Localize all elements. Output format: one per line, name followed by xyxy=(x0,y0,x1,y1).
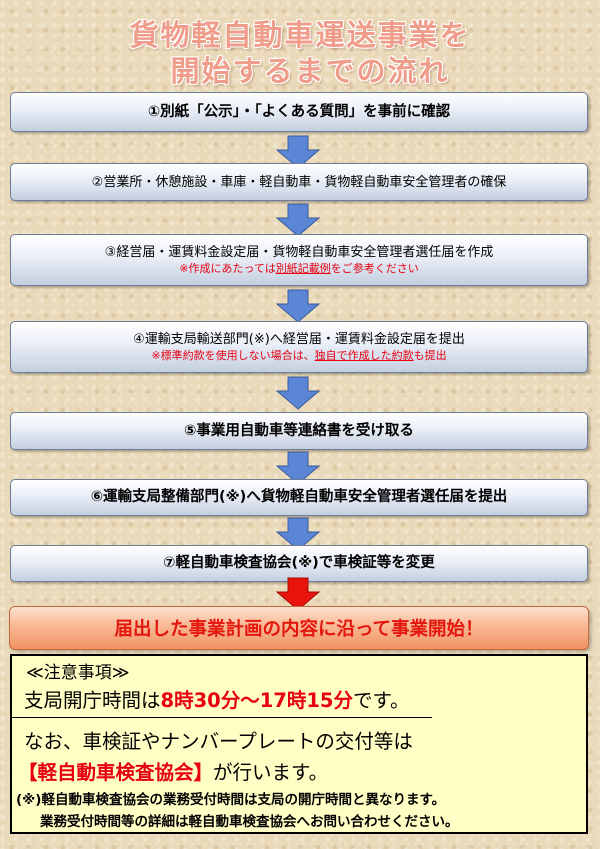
flow-step-4: ④運輸支局輸送部門(※)へ経営届・運賃料金設定届を提出 ※標準約款を使用しない場… xyxy=(10,321,588,373)
step-4-note-post: も提出 xyxy=(413,349,447,362)
custom-terms-link[interactable]: 独自で作成した約款 xyxy=(314,349,414,362)
flow-step-3: ③経営届・運賃料金設定届・貨物軽自動車安全管理者選任届を作成 ※作成にあたっては… xyxy=(10,234,588,286)
notice-box: ≪注意事項≫ 支局開庁時間は8時30分～17時15分です。 なお、車検証やナンバ… xyxy=(10,654,588,834)
down-arrow-icon xyxy=(275,451,321,485)
sample-form-link[interactable]: 別紙記載例 xyxy=(275,262,331,275)
step-6-text: ⑥運輸支局整備部門(※)へ貨物軽自動車安全管理者選任届を提出 xyxy=(90,489,508,505)
step-3-note-pre: ※作成にあたっては xyxy=(179,262,276,275)
office-hours-value: 8時30分～17時15分 xyxy=(160,689,353,712)
down-arrow-icon xyxy=(275,203,321,237)
step-5-text: ⑤事業用自動車等連絡書を受け取る xyxy=(184,422,414,439)
business-start-banner: 届出した事業計画の内容に沿って事業開始！ xyxy=(9,606,589,650)
step-3-note-post: をご参考ください xyxy=(330,262,419,275)
flow-step-5: ⑤事業用自動車等連絡書を受け取る xyxy=(10,412,588,450)
flow-step-7: ⑦軽自動車検査協会(※)で車検証等を変更 xyxy=(10,545,588,582)
down-arrow-icon xyxy=(275,289,321,323)
step-3-note: ※作成にあたっては別紙記載例をご参考ください xyxy=(179,261,418,276)
issuance-note-post: が行います。 xyxy=(213,761,329,784)
flow-step-2: ②営業所・休憩施設・車庫・軽自動車・貨物軽自動車安全管理者の確保 xyxy=(10,163,588,201)
issuance-note-line2: 【軽自動車検査協会】が行います。 xyxy=(18,756,592,785)
down-arrow-icon xyxy=(275,376,321,410)
down-arrow-icon xyxy=(275,135,321,169)
office-hours-post: です。 xyxy=(353,689,410,712)
step-4-note-pre: ※標準約款を使用しない場合は、 xyxy=(151,349,315,362)
office-hours-pre: 支局開庁時間は xyxy=(24,689,161,712)
footnote-2: 業務受付時間等の詳細は軽自動車検査協会へお問い合わせください。 xyxy=(40,814,459,830)
step-3-text: ③経営届・運賃料金設定届・貨物軽自動車安全管理者選任届を作成 xyxy=(104,245,494,260)
office-hours: 支局開庁時間は8時30分～17時15分です。 xyxy=(24,684,598,713)
notice-heading: ≪注意事項≫ xyxy=(26,663,130,683)
inspection-association-name: 【軽自動車検査協会】 xyxy=(18,761,214,784)
red-down-arrow-icon xyxy=(275,577,321,611)
step-7-text: ⑦軽自動車検査協会(※)で車検証等を変更 xyxy=(163,555,435,571)
flow-step-6: ⑥運輸支局整備部門(※)へ貨物軽自動車安全管理者選任届を提出 xyxy=(10,479,588,516)
page-title-line1: 貨物軽自動車運送事業を xyxy=(129,18,471,52)
step-2-text: ②営業所・休憩施設・車庫・軽自動車・貨物軽自動車安全管理者の確保 xyxy=(91,174,507,190)
divider xyxy=(12,717,432,718)
flow-step-1: ①別紙「公示」・「よくある質問」を事前に確認 xyxy=(10,92,588,132)
step-4-text: ④運輸支局輸送部門(※)へ経営届・運賃料金設定届を提出 xyxy=(133,332,465,347)
down-arrow-icon xyxy=(275,517,321,551)
page-title-line2: 開始するまでの流れ xyxy=(170,54,450,88)
step-1-text: ①別紙「公示」・「よくある質問」を事前に確認 xyxy=(147,103,451,120)
issuance-note-line1: なお、車検証やナンバープレートの交付等は xyxy=(24,730,413,753)
footnote-1: (※)軽自動車検査協会の業務受付時間は支局の開庁時間と異なります。 xyxy=(16,792,446,808)
step-4-note: ※標準約款を使用しない場合は、独自で作成した約款も提出 xyxy=(151,348,446,363)
